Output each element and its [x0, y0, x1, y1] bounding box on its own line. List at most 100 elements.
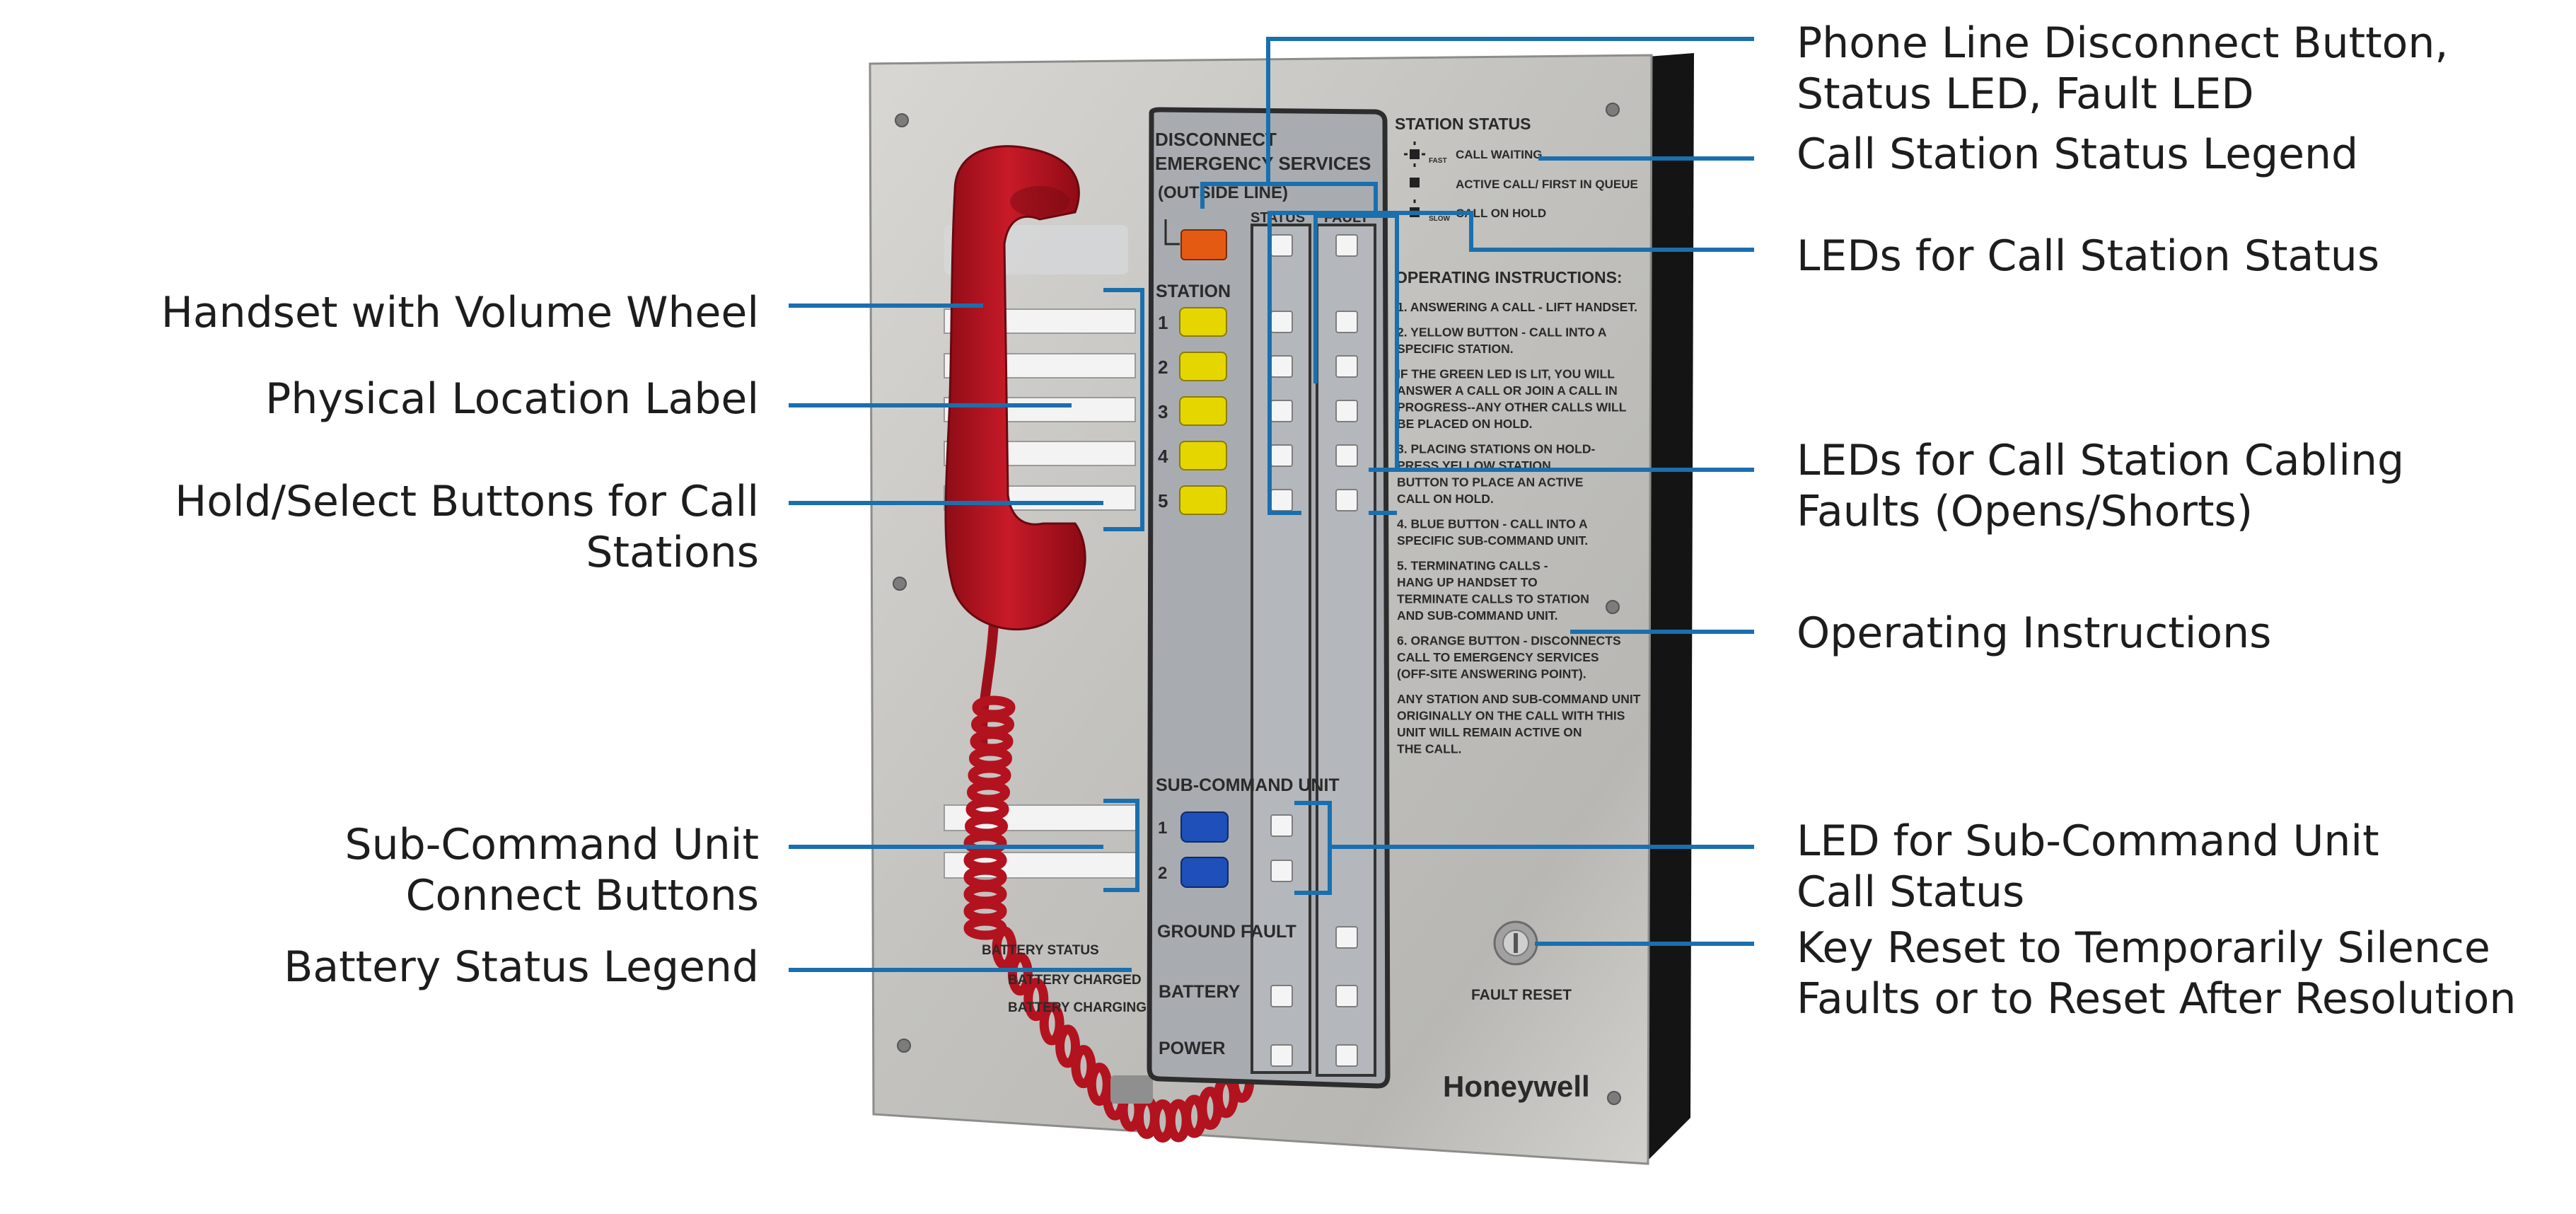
station-select-button-2[interactable]	[1179, 352, 1227, 381]
callout-location-label-text: Physical Location Label	[265, 374, 759, 424]
instruction-line: 6. ORANGE BUTTON - DISCONNECTS	[1397, 634, 1621, 648]
instruction-line: AND SUB-COMMAND UNIT.	[1397, 608, 1557, 623]
leader-fault-leds-bracket	[1313, 214, 1399, 470]
sub-command-heading: SUB-COMMAND UNIT	[1156, 775, 1340, 795]
fault-led-station-2	[1335, 355, 1358, 378]
legend-fast: FAST	[1429, 157, 1447, 165]
key-slot-icon	[1514, 933, 1518, 953]
battery-charged-label: BATTERY CHARGED	[1008, 973, 1142, 988]
station-select-button-5[interactable]	[1179, 485, 1227, 515]
legend-slow: SLOW	[1429, 215, 1451, 223]
callout-key-reset: Key Reset to Temporarily Silence Faults …	[1797, 923, 2516, 1024]
instruction-line: UNIT WILL REMAIN ACTIVE ON	[1397, 725, 1582, 739]
callout-instructions: Operating Instructions	[1797, 608, 2271, 659]
instruction-line: ANSWER A CALL OR JOIN A CALL IN	[1397, 383, 1618, 398]
power-status-led	[1270, 1044, 1293, 1067]
power-label: POWER	[1159, 1039, 1225, 1058]
station-number-2: 2	[1158, 357, 1168, 378]
station-number-5: 5	[1158, 490, 1168, 511]
station-number-4: 4	[1158, 446, 1168, 467]
ground-fault-led	[1335, 926, 1358, 949]
orange-disconnect-button[interactable]	[1180, 229, 1227, 260]
leader-sub-command-bracket	[1103, 799, 1139, 892]
callout-battery-legend-text: Battery Status Legend	[284, 942, 759, 992]
sub-command-connect-button-1[interactable]	[1180, 811, 1229, 843]
instructions-title: OPERATING INSTRUCTIONS:	[1395, 268, 1623, 287]
legend-active-call: ACTIVE CALL/ FIRST IN QUEUE	[1456, 178, 1638, 191]
mounting-screws	[893, 103, 1621, 1105]
callout-sub-command-led: LED for Sub-Command Unit Call Status	[1797, 816, 2379, 918]
legend-active-call-icon	[1410, 178, 1420, 187]
callout-battery-legend: Battery Status Legend	[284, 942, 759, 993]
red-handset	[944, 145, 1086, 631]
callout-key-reset-line2: Faults or to Reset After Resolution	[1797, 974, 2517, 1024]
battery-status-title: BATTERY STATUS	[982, 943, 1099, 958]
callout-instructions-text: Operating Instructions	[1797, 608, 2272, 658]
instruction-line: 2. YELLOW BUTTON - CALL INTO A	[1397, 325, 1607, 340]
leader-phone-line-branch	[1268, 182, 1378, 212]
status-led-sub-command-2	[1270, 860, 1293, 882]
battery-fault-led	[1335, 985, 1358, 1007]
sub-command-number-2: 2	[1158, 864, 1167, 883]
instruction-line: 5. TERMINATING CALLS -	[1397, 559, 1548, 573]
fault-led-station-5	[1335, 489, 1358, 511]
instruction-line: ORIGINALLY ON THE CALL WITH THIS	[1397, 709, 1625, 723]
instruction-line: (OFF-SITE ANSWERING POINT).	[1397, 667, 1586, 681]
fault-led-station-1	[1335, 311, 1358, 333]
callout-location-label: Physical Location Label	[265, 374, 759, 424]
instruction-line: SPECIFIC STATION.	[1397, 342, 1514, 356]
instruction-line: IF THE GREEN LED IS LIT, YOU WILL	[1397, 367, 1615, 381]
disconnect-heading-3: (OUTSIDE LINE)	[1158, 183, 1288, 202]
callout-phone-line-line2: Status LED, Fault LED	[1797, 69, 2254, 119]
instruction-line: 3. PLACING STATIONS ON HOLD-	[1397, 442, 1595, 456]
sub-command-connect-button-2[interactable]	[1180, 857, 1229, 888]
station-select-button-4[interactable]	[1179, 441, 1227, 470]
callout-fault-leds-line1: LEDs for Call Station Cabling	[1797, 436, 2405, 485]
callout-fault-leds: LEDs for Call Station Cabling Faults (Op…	[1797, 435, 2404, 537]
callout-sub-command-led-line1: LED for Sub-Command Unit	[1797, 816, 2379, 866]
power-fault-led	[1335, 1044, 1358, 1067]
station-number-3: 3	[1158, 401, 1168, 422]
leader-hold-select-bracket	[1103, 288, 1144, 531]
callout-key-reset-line1: Key Reset to Temporarily Silence	[1797, 923, 2490, 973]
legend-call-on-hold: CALL ON HOLD	[1456, 207, 1546, 220]
disconnect-heading-1: DISCONNECT	[1155, 129, 1277, 150]
disconnect-arrow	[1164, 219, 1180, 245]
callout-sub-command-connect-line1: Sub-Command Unit	[344, 820, 759, 869]
instruction-line: BUTTON TO PLACE AN ACTIVE	[1397, 475, 1583, 490]
callout-sub-command-connect-line2: Connect Buttons	[405, 871, 759, 920]
callout-phone-line: Phone Line Disconnect Button, Status LED…	[1797, 18, 2448, 120]
station-select-button-1[interactable]	[1179, 307, 1227, 337]
fault-led-station-4	[1335, 444, 1358, 467]
operating-instructions-text: 1. ANSWERING A CALL - LIFT HANDSET.2. YE…	[1397, 300, 1641, 756]
callout-handset-text: Handset with Volume Wheel	[161, 288, 759, 337]
fault-reset-label: FAULT RESET	[1471, 987, 1572, 1003]
cord-connector	[1110, 1075, 1153, 1104]
callout-handset: Handset with Volume Wheel	[161, 287, 759, 338]
callout-status-leds-text: LEDs for Call Station Status	[1797, 231, 2380, 281]
station-heading: STATION	[1156, 282, 1231, 301]
instruction-line: HANG UP HANDSET TO	[1397, 575, 1538, 589]
disconnect-heading-2: EMERGENCY SERVICES	[1155, 153, 1371, 174]
leader-sub-command-led-bracket	[1294, 801, 1332, 895]
instruction-line: ANY STATION AND SUB-COMMAND UNIT	[1397, 692, 1641, 706]
callout-hold-select-line1: Hold/Select Buttons for Call	[175, 477, 759, 526]
battery-label: BATTERY	[1159, 982, 1241, 1002]
status-led-sub-command-1	[1270, 814, 1293, 837]
station-status-title: STATION STATUS	[1395, 115, 1531, 133]
callout-hold-select-line2: Stations	[586, 528, 759, 577]
instruction-line: BE PLACED ON HOLD.	[1397, 417, 1533, 431]
battery-charging-label: BATTERY CHARGING	[1008, 1000, 1147, 1015]
sub-command-number-1: 1	[1158, 819, 1167, 838]
instruction-line: THE CALL.	[1397, 742, 1461, 756]
station-select-button-3[interactable]	[1179, 396, 1227, 426]
instruction-line: 4. BLUE BUTTON - CALL INTO A	[1397, 517, 1588, 531]
fault-led-station-3	[1335, 400, 1358, 422]
callout-status-leds: LEDs for Call Station Status	[1797, 231, 2379, 282]
instruction-line: SPECIFIC SUB-COMMAND UNIT.	[1397, 533, 1588, 548]
station-number-1: 1	[1158, 312, 1168, 333]
honeywell-logo: Honeywell	[1443, 1070, 1590, 1103]
battery-status-led	[1270, 985, 1293, 1007]
